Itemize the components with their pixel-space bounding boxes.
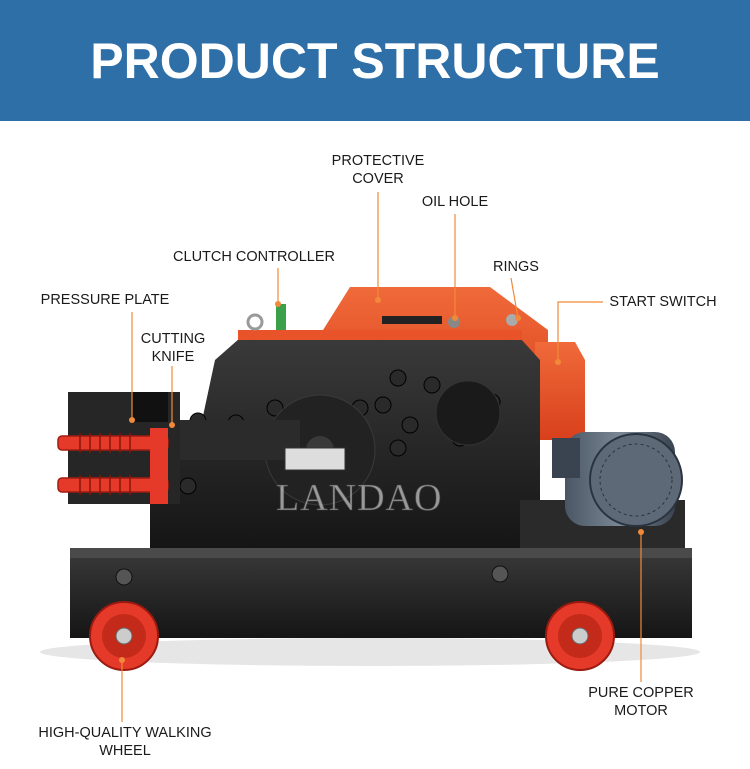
protective-cover <box>318 287 548 420</box>
callout-clutch-controller: CLUTCH CONTROLLER <box>173 249 335 265</box>
callout-line: COVER <box>352 171 404 187</box>
callout-rings: RINGS <box>493 259 539 275</box>
callout-pure-copper-motor: PURE COPPER MOTOR <box>578 684 704 720</box>
callout-line: WHEEL <box>99 743 151 759</box>
callout-line: KNIFE <box>151 349 195 365</box>
brand-watermark: LANDAO <box>276 477 443 520</box>
callout-protective-cover: PROTECTIVE COVER <box>318 152 438 188</box>
motor-fan-cover <box>589 433 683 527</box>
right-wheel <box>545 601 615 671</box>
callout-line: MOTOR <box>614 703 668 719</box>
floor-shadow <box>40 638 700 666</box>
callout-line: PURE COPPER <box>588 685 694 701</box>
callout-line: PROTECTIVE <box>331 153 425 169</box>
leader-lines <box>121 192 642 722</box>
page-title: PRODUCT STRUCTURE <box>90 32 660 89</box>
springs <box>57 435 169 493</box>
callout-line: HIGH-QUALITY WALKING <box>38 725 212 741</box>
clutch-controller-part <box>276 304 286 330</box>
callout-pressure-plate: PRESSURE PLATE <box>40 292 170 308</box>
callout-line: CUTTING <box>140 331 206 347</box>
cutting-arm <box>180 420 300 460</box>
callout-walking-wheel: HIGH-QUALITY WALKING WHEEL <box>30 724 220 760</box>
callout-cutting-knife: CUTTING KNIFE <box>128 330 218 366</box>
header-banner: PRODUCT STRUCTURE <box>0 0 750 121</box>
callout-start-switch: START SWITCH <box>609 294 717 310</box>
start-switch-box <box>535 342 585 440</box>
left-wheel <box>89 601 159 671</box>
callout-oil-hole: OIL HOLE <box>421 194 489 210</box>
